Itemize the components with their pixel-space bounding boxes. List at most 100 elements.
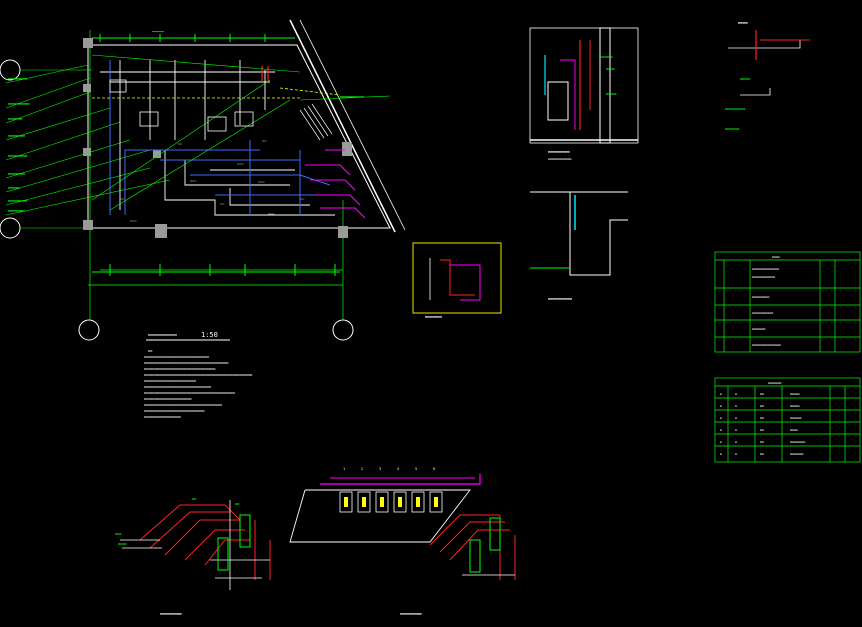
svg-text:▭▭▭: ▭▭▭ [268, 212, 275, 216]
svg-text:▬▬▬▬▬▬▬▬▬▬▬▬▬▬▬▬▬▬▬▬▬▬▬▬▬▬▬▬▬▬: ▬▬▬▬▬▬▬▬▬▬▬▬▬▬▬▬▬▬▬▬▬▬▬▬▬▬▬▬▬▬▬ [144, 385, 212, 389]
svg-text:▬▬▬▬▬: ▬▬▬▬▬ [8, 185, 21, 190]
isometric-right: 1 2 3 4 5 6 ▬▬▬▬▬▬▬▬▬ [289, 467, 516, 616]
svg-text:▪: ▪ [720, 416, 722, 420]
svg-text:▬▬▬▬▬▬▬: ▬▬▬▬▬▬▬ [768, 381, 782, 385]
plan-title: ━━━━━━━━ [147, 332, 177, 339]
svg-text:▭▭: ▭▭ [220, 202, 225, 206]
section-1-labels: ▬▬▬▬▬▬▬▬▬▬▬▬▬▬▬ [600, 55, 617, 96]
svg-text:▬▬▬▬▬▬▬▬▬: ▬▬▬▬▬▬▬▬▬ [752, 295, 769, 299]
svg-text:▬▬▬▬▬▬▬▬▬▬▬▬▬▬▬: ▬▬▬▬▬▬▬▬▬▬▬▬▬▬▬ [752, 343, 781, 347]
svg-text:▭▭▭: ▭▭▭ [237, 162, 244, 166]
dim-ticks-top [99, 34, 266, 42]
svg-text:▬▬▬▬▬▬▬: ▬▬▬▬▬▬▬ [752, 327, 766, 331]
iso-right-units [339, 491, 443, 513]
legend-table [714, 251, 861, 353]
plan-yellow-dashed [279, 87, 341, 96]
svg-text:▬▬▬▬▬▬▬▬▬▬▬▬▬▬▬▬▬▬▬▬▬▬▬▬▬▬▬▬▬▬: ▬▬▬▬▬▬▬▬▬▬▬▬▬▬▬▬▬▬▬▬▬▬▬▬▬▬▬▬▬▬▬▬▬ [144, 367, 216, 371]
isometric-left: ▬▬▬▬▬▬▬ ▬▬▬▬ ▬▬▬▬▬▬▬▬▬ [115, 497, 271, 616]
plan-diagonal-wall [289, 19, 396, 233]
svg-text:▬▬▬▬▬▬▬▬▬▬▬▬▬▬▬▬▬▬▬▬▬▬▬▬: ▬▬▬▬▬▬▬▬▬▬▬▬▬▬▬▬▬▬▬▬▬▬▬▬ [144, 379, 197, 383]
svg-text:▬▬: ▬▬ [760, 428, 764, 432]
iso-right-title: ▬▬▬▬▬▬▬▬▬ [400, 611, 422, 616]
grid-bubble [0, 217, 21, 239]
detail-yellow-frame: ▬▬▬▬▬▬▬ [412, 242, 502, 319]
svg-text:▬▬▬▬▬: ▬▬▬▬▬ [740, 77, 751, 81]
iso-right-tags: 1 2 3 4 5 6 [343, 467, 435, 471]
svg-text:▬▬▬▬▬▬▬▬▬▬▬▬▬▬▬▬▬▬▬▬▬▬▬▬▬▬▬▬▬▬: ▬▬▬▬▬▬▬▬▬▬▬▬▬▬▬▬▬▬▬▬▬▬▬▬▬▬▬▬▬▬ [144, 355, 210, 359]
section-1-subtitle: ▬▬▬▬▬▬▬▬▬▬▬▬▬ [548, 157, 572, 161]
iso-right-unit-cores [344, 497, 438, 507]
svg-text:▬▬▬▬▬▬: ▬▬▬▬▬▬ [600, 55, 614, 59]
svg-text:▬▬▬▬▬▬▬: ▬▬▬▬▬▬▬ [8, 208, 25, 213]
legend-table-text: ▬▬▬▬ ▬▬▬▬▬▬▬▬▬▬▬▬▬▬ ▬▬▬▬▬▬▬▬▬▬▬▬ ▬▬▬▬▬▬▬… [752, 255, 781, 347]
svg-text:▪: ▪ [720, 392, 722, 396]
svg-text:▬▬: ▬▬ [760, 440, 764, 444]
svg-text:▬▬: ▬▬ [760, 404, 764, 408]
svg-text:▬▬▬▬▬▬▬▬: ▬▬▬▬▬▬▬▬ [790, 440, 805, 444]
svg-text:▬▬▬▬: ▬▬▬▬ [118, 542, 127, 546]
svg-text:▬▬▬▬▬▬▬▬▬▬▬▬▬▬▬▬▬▬▬▬▬▬: ▬▬▬▬▬▬▬▬▬▬▬▬▬▬▬▬▬▬▬▬▬▬ [144, 397, 192, 401]
svg-text:▬▬▬▬▬▬▬: ▬▬▬▬▬▬▬ [8, 133, 25, 138]
svg-text:▬: ▬ [735, 452, 737, 456]
stair-hatch [299, 103, 333, 141]
column-grid [88, 30, 344, 320]
section-1-title: ▬▬▬▬▬▬▬▬▬ [548, 149, 570, 154]
svg-text:▬▬▬▬▬: ▬▬▬▬▬ [790, 392, 800, 396]
svg-text:6: 6 [433, 467, 435, 471]
svg-text:▬▬▬▬▬▬: ▬▬▬▬▬▬ [790, 416, 802, 420]
svg-text:▬▬▬▬▬▬▬: ▬▬▬▬▬▬▬ [725, 127, 740, 131]
equipment-boxes [109, 79, 254, 132]
plan-pipe-labels: ▭▭▭▭▭ ▭▭▭▭▭▭ ▭▭▭▭▭ ▭▭▭▭▭ ▭▭▭▭ [120, 139, 305, 223]
svg-text:▬▬: ▬▬ [760, 452, 764, 456]
tr-title: ▬▬▬▬ [738, 20, 748, 25]
svg-text:▬▬▬▬▬▬▬▬▬▬▬▬▬▬▬▬▬▬▬▬▬▬▬▬▬▬▬▬▬▬: ▬▬▬▬▬▬▬▬▬▬▬▬▬▬▬▬▬▬▬▬▬▬▬▬▬▬▬▬▬▬▬▬▬▬▬▬ [144, 403, 223, 407]
svg-text:▬▬▬▬▬▬: ▬▬▬▬▬▬ [8, 116, 23, 121]
structural-columns [83, 38, 352, 238]
svg-text:▭▭: ▭▭ [262, 139, 267, 143]
svg-text:▬: ▬ [735, 440, 737, 444]
svg-text:▬: ▬ [735, 416, 737, 420]
dim-text-top: ━━━━━ [151, 29, 165, 34]
section-1-tank [547, 81, 569, 121]
equipment-table-text: ▬▬▬▬▬▬▬ ▪▬▬▬▬▬▬▬▬ ▪▬▬▬▬▬▬▬▬ ▪▬▬▬▬▬▬▬▬▬ ▪… [720, 381, 805, 456]
detail-title: ▬▬▬▬▬▬▬ [425, 314, 442, 319]
svg-text:▭▭▭: ▭▭▭ [258, 180, 265, 184]
equipment-table [714, 377, 861, 463]
iso-right-parallelogram [289, 489, 471, 543]
plan-outline [87, 44, 391, 229]
svg-text:▬: ▬ [735, 428, 737, 432]
svg-text:▬▬▬▬▬▬▬▬▬▬▬▬▬▬▬▬▬: ▬▬▬▬▬▬▬▬▬▬▬▬▬▬▬▬▬ [144, 415, 182, 419]
svg-text:▪: ▪ [720, 440, 722, 444]
iso-left-white-pipes [120, 500, 270, 590]
svg-text:▬▬▬: ▬▬▬ [115, 532, 122, 536]
svg-text:4: 4 [397, 467, 399, 471]
svg-text:▪: ▪ [720, 404, 722, 408]
svg-text:▬▬: ▬▬ [760, 392, 764, 396]
tr-pipe-white [728, 40, 801, 49]
svg-text:▬▬▬▬▬▬▬▬▬: ▬▬▬▬▬▬▬▬▬ [8, 101, 30, 106]
section-2-wall [569, 192, 628, 276]
svg-text:▭▭: ▭▭ [120, 197, 125, 201]
svg-text:▬▬▬▬▬▬▬: ▬▬▬▬▬▬▬ [790, 452, 804, 456]
svg-text:▬▬: ▬▬ [760, 416, 764, 420]
svg-text:▭▭▭: ▭▭▭ [190, 179, 197, 183]
svg-text:2: 2 [361, 467, 363, 471]
plan-pipes-magenta [305, 149, 366, 219]
svg-text:▭▭: ▭▭ [178, 142, 183, 146]
plan-pipes-blue [109, 60, 331, 215]
iso-right-magenta-main [320, 474, 481, 485]
general-notes: ▬▬ ▬▬▬▬▬▬▬▬▬▬▬▬▬▬▬▬▬▬▬▬▬▬▬▬▬▬▬▬▬▬ ▬▬▬▬▬▬… [144, 349, 253, 419]
svg-text:▬▬: ▬▬ [148, 349, 153, 353]
detail-pipe-red [440, 259, 475, 296]
svg-text:▬▬▬▬▬: ▬▬▬▬▬ [790, 404, 800, 408]
svg-text:▬▬▬▬▬▬▬▬▬▬▬▬▬▬▬▬▬▬▬▬▬▬▬▬▬▬▬▬▬▬: ▬▬▬▬▬▬▬▬▬▬▬▬▬▬▬▬▬▬▬▬▬▬▬▬▬▬▬▬▬▬▬▬▬▬▬▬▬▬▬ [144, 361, 229, 365]
section-detail-1: ▬▬▬▬▬▬▬▬▬▬▬▬▬▬▬ ▬▬▬▬▬▬▬▬▬ ▬▬▬▬▬▬▬▬▬▬▬▬▬ [529, 27, 639, 161]
svg-text:▭▭▭: ▭▭▭ [130, 219, 137, 223]
svg-text:▬▬▬▬▬▬▬▬▬▬: ▬▬▬▬▬▬▬▬▬▬ [725, 107, 746, 111]
svg-text:▪: ▪ [720, 428, 722, 432]
section-1-pipe-magenta [560, 59, 576, 130]
tr-valve [740, 88, 771, 96]
svg-text:▬▬▬▬▬▬▬▬: ▬▬▬▬▬▬▬▬ [8, 76, 28, 81]
svg-text:▬▬▬▬: ▬▬▬▬ [790, 428, 798, 432]
